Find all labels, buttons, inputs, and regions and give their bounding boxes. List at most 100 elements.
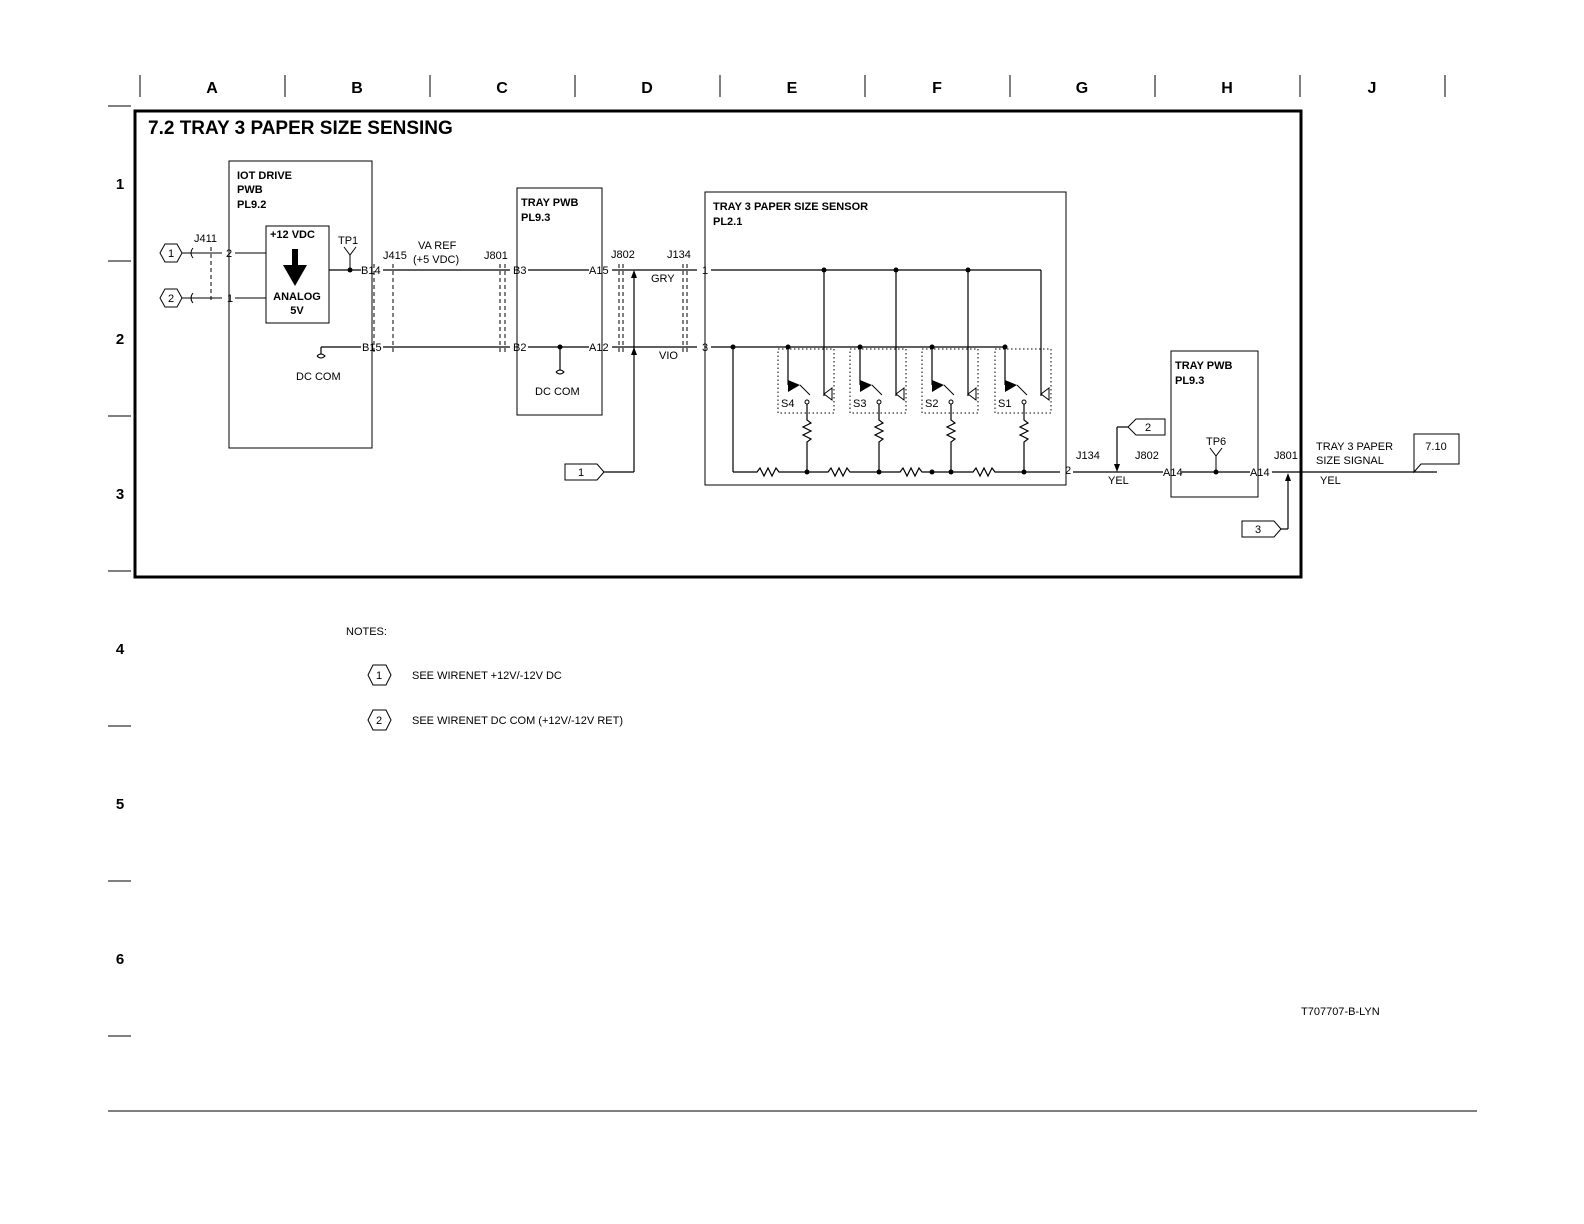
tray-pwb-2-label-1: TRAY PWB: [1175, 360, 1233, 372]
yel-wire-label-2: YEL: [1320, 475, 1341, 487]
row-label-4: 4: [116, 641, 125, 658]
svg-text:2: 2: [168, 293, 174, 305]
pin-sensor-3: 3: [702, 342, 708, 354]
va-ref-label: VA REF: [418, 240, 457, 252]
column-label-b: B: [351, 80, 363, 97]
gry-wire-label: GRY: [651, 273, 675, 285]
dc-com-label-1: DC COM: [296, 371, 341, 383]
row-header: 1 2 3 4 5 6: [108, 105, 131, 1037]
switch-s4: S4: [777, 347, 835, 414]
output-signal-label-1: TRAY 3 PAPER: [1316, 441, 1393, 453]
svg-text:2: 2: [376, 715, 382, 727]
j134-left-label: J134: [667, 249, 691, 261]
regulator-bottom-label-2: 5V: [290, 305, 304, 317]
pin-a12: A12: [589, 342, 609, 354]
flag-2: 2: [1127, 418, 1166, 436]
switch-s2-label: S2: [925, 398, 938, 410]
column-label-h: H: [1221, 80, 1233, 97]
regulator-bottom-label-1: ANALOG: [273, 291, 321, 303]
column-label-e: E: [787, 80, 798, 97]
paper-size-sensor-box: [704, 191, 1067, 486]
svg-text:7.10: 7.10: [1425, 441, 1446, 453]
iot-drive-label-3: PL9.2: [237, 199, 266, 211]
j802-left-label: J802: [611, 249, 635, 261]
pin-b2: B2: [513, 342, 526, 354]
tp6-label: TP6: [1206, 436, 1226, 448]
yel-wire-label-1: YEL: [1108, 475, 1129, 487]
pin-a15: A15: [589, 265, 609, 277]
pin-sensor-2: 2: [1065, 465, 1071, 477]
tray-pwb-1-label-1: TRAY PWB: [521, 197, 579, 209]
tp1-label: TP1: [338, 235, 358, 247]
iot-drive-pwb-box: [228, 160, 373, 449]
column-label-a: A: [206, 80, 218, 97]
output-signal-label-2: SIZE SIGNAL: [1316, 455, 1384, 467]
tp6-testpoint-icon: [1209, 447, 1223, 475]
switch-s1-label: S1: [998, 398, 1011, 410]
note-1-hex-marker: 1: [367, 664, 392, 686]
pin-a14-left: A14: [1163, 467, 1183, 479]
switch-s3: S3: [849, 347, 907, 414]
hex-marker-2: 2: [159, 288, 183, 308]
sensor-label-2: PL2.1: [713, 216, 742, 228]
row-label-5: 5: [116, 796, 124, 813]
diagram-title: 7.2 TRAY 3 PAPER SIZE SENSING: [148, 118, 453, 139]
flag-1: 1: [564, 463, 605, 481]
dc-com-label-2: DC COM: [535, 386, 580, 398]
down-arrow-icon: [283, 249, 307, 286]
ref-flag-7-10: 7.10: [1413, 433, 1460, 474]
hex-marker-1: 1: [159, 243, 183, 263]
row-label-3: 3: [116, 486, 124, 503]
column-header: A B C D E F G H J: [139, 75, 1446, 97]
switch-s1: S1: [994, 347, 1052, 414]
column-label-c: C: [496, 80, 508, 97]
sensor-label-1: TRAY 3 PAPER SIZE SENSOR: [713, 201, 868, 213]
svg-text:1: 1: [376, 670, 382, 682]
column-label-g: G: [1076, 80, 1088, 97]
j801-right-label: J801: [1274, 450, 1298, 462]
va-ref-voltage-label: (+5 VDC): [413, 254, 459, 266]
note-2-hex-marker: 2: [367, 709, 392, 731]
ground-symbol-icon-2: [555, 369, 565, 375]
ground-symbol-icon: [316, 353, 326, 359]
diagram-frame: [133, 109, 1303, 579]
note-2-text: SEE WIRENET DC COM (+12V/-12V RET): [412, 715, 623, 727]
j134-right-label: J134: [1076, 450, 1100, 462]
tray-pwb-1-label-2: PL9.3: [521, 212, 550, 224]
tray-pwb-box-2: [1170, 350, 1259, 498]
j802-right-label: J802: [1135, 450, 1159, 462]
pin-a14-right: A14: [1250, 467, 1270, 479]
j415-label: J415: [383, 250, 407, 262]
regulator-top-label: +12 VDC: [270, 229, 315, 241]
iot-drive-label-1: IOT DRIVE: [237, 170, 292, 182]
tray-pwb-box-1: [516, 187, 603, 416]
row-label-1: 1: [116, 176, 124, 193]
svg-text:3: 3: [1255, 524, 1261, 536]
notes-heading: NOTES:: [346, 626, 387, 638]
j411-label: J411: [194, 233, 217, 245]
row-label-2: 2: [116, 331, 124, 348]
pin-j411-1: 1: [227, 293, 233, 305]
j801-left-label: J801: [484, 250, 508, 262]
switch-s3-label: S3: [853, 398, 866, 410]
switch-s4-label: S4: [781, 398, 794, 410]
iot-drive-label-2: PWB: [237, 184, 263, 196]
regulator-box: [265, 225, 330, 324]
flag-3: 3: [1241, 520, 1282, 538]
tray-pwb-2-label-2: PL9.3: [1175, 375, 1204, 387]
tp1-testpoint-icon: [343, 246, 357, 270]
pin-sensor-1: 1: [702, 265, 708, 277]
switch-s2: S2: [921, 347, 979, 414]
pin-b15: B15: [362, 342, 382, 354]
resistor-ladder: [733, 404, 1060, 478]
pin-b3: B3: [513, 265, 526, 277]
note-1-text: SEE WIRENET +12V/-12V DC: [412, 670, 562, 682]
vio-wire-label: VIO: [659, 350, 678, 362]
column-label-d: D: [641, 80, 653, 97]
column-label-f: F: [932, 80, 942, 97]
column-label-j: J: [1368, 80, 1377, 97]
row-label-6: 6: [116, 951, 124, 968]
pin-b14: B14: [361, 265, 381, 277]
drawing-id: T707707-B-LYN: [1301, 1006, 1380, 1018]
